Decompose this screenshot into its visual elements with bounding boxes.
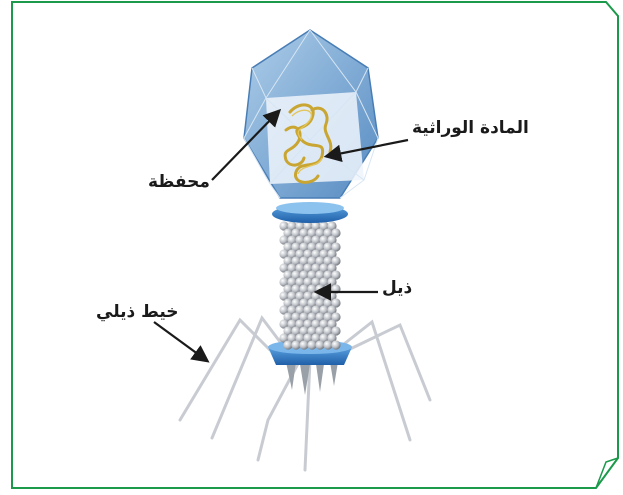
tail-bead [331,340,340,349]
base-spikes [286,362,338,395]
label-tail-fiber: خيط ذيلي [96,302,179,322]
tail-bead [283,340,292,349]
tail-bead [291,340,300,349]
tail-bead [323,340,332,349]
label-genetic-material: المادة الوراثية [412,118,529,138]
tail-sheath [279,221,340,349]
tail-fiber-arrow [154,322,206,360]
tail-bead [299,340,308,349]
label-tail: ذيل [382,278,412,298]
tail-bead [307,340,316,349]
tail-bead [315,340,324,349]
label-capsid: محفظة [148,172,210,192]
